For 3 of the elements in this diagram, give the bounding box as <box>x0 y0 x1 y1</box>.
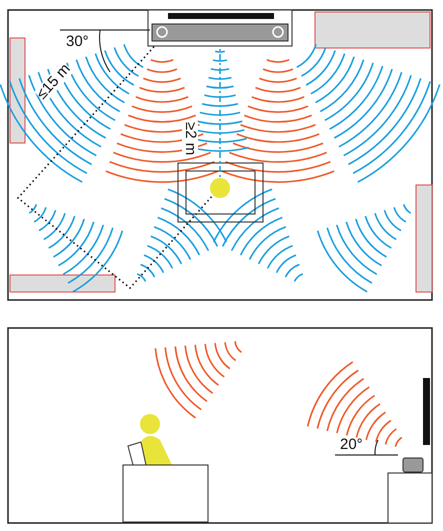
dimension-label: 20° <box>340 437 363 453</box>
dimension-label: ≥2 m <box>182 122 198 156</box>
dimension-label: 30° <box>66 34 89 50</box>
